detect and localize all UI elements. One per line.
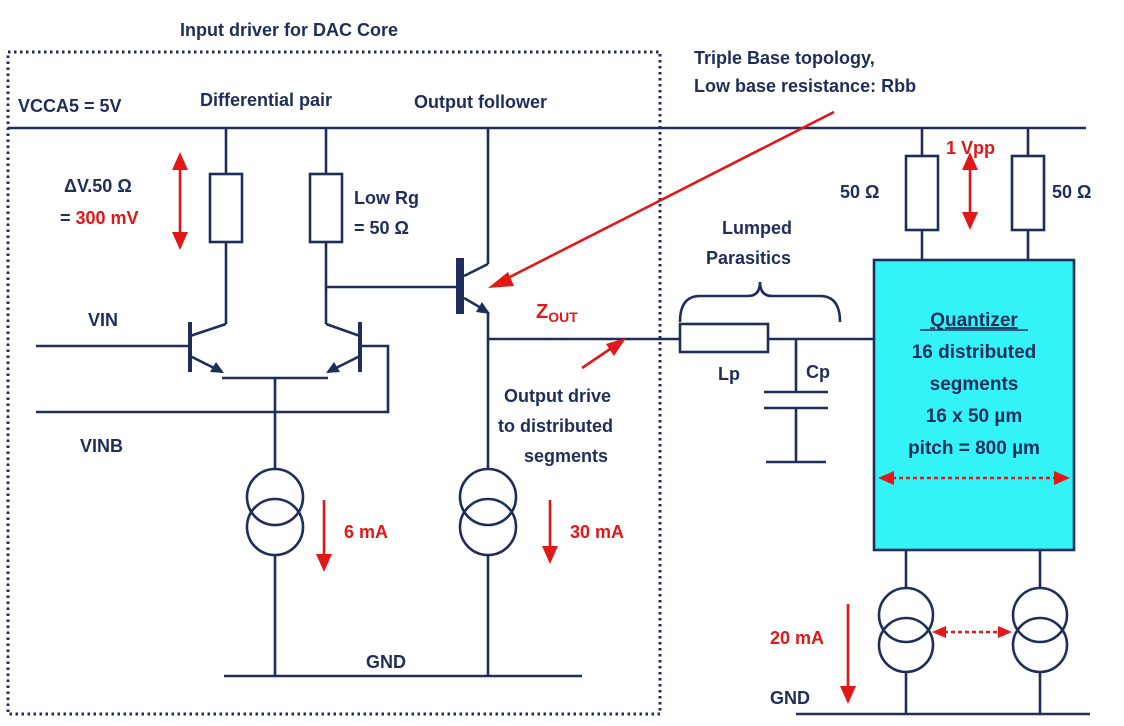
- quantizer-load-right: [1010, 128, 1046, 260]
- delta-v-line2: = 300 mV: [60, 208, 139, 228]
- delta-v-prefix: =: [60, 208, 76, 228]
- low-rg-line1: Low Rg: [354, 188, 419, 208]
- current-30ma-label: 30 mA: [570, 522, 624, 542]
- cp-label: Cp: [806, 362, 830, 382]
- quantizer-block: [872, 258, 1076, 552]
- current-source-20ma-right: [1011, 586, 1069, 674]
- triple-base-pointer: [488, 110, 835, 288]
- low-rg-line2: = 50 Ω: [354, 218, 409, 238]
- output-drive-line3: segments: [524, 446, 608, 466]
- vinb-label: VINB: [80, 436, 123, 456]
- quantizer-line4: pitch = 800 µm: [908, 438, 1040, 459]
- current-source-30ma: [458, 467, 518, 557]
- current-match-arrow: [932, 626, 1012, 638]
- lumped-line1: Lumped: [722, 218, 792, 238]
- r50-right-label: 50 Ω: [1052, 182, 1091, 202]
- vin-label: VIN: [88, 310, 118, 330]
- current-source-6ma: [245, 467, 305, 557]
- lumped-brace: [678, 281, 842, 323]
- quantizer-line3: 16 x 50 µm: [926, 406, 1023, 427]
- zout-main: Z: [536, 301, 548, 323]
- quantizer-title: Quantizer: [930, 310, 1018, 331]
- current-20ma-arrow: [840, 604, 856, 704]
- output-follower-label: Output follower: [414, 92, 547, 112]
- output-drive-line1: Output drive: [504, 386, 611, 406]
- current-20ma-label: 20 mA: [770, 628, 824, 648]
- quantizer-load-left: [904, 128, 940, 260]
- gnd-right-label: GND: [770, 688, 810, 708]
- delta-v-value: 300 mV: [76, 208, 139, 228]
- triple-base-line1: Triple Base topology,: [694, 48, 875, 68]
- output-drive-line2: to distributed: [498, 416, 613, 436]
- diagram-title: Input driver for DAC Core: [180, 20, 398, 40]
- delta-v-arrow: [172, 152, 188, 250]
- output-drive-pointer: [581, 338, 626, 370]
- capacitor-cp: [764, 339, 828, 464]
- zout-sub: OUT: [548, 309, 578, 325]
- input-driver-boundary: [6, 50, 662, 716]
- load-resistor-left: [208, 128, 244, 324]
- triple-base-line2: Low base resistance: Rbb: [694, 76, 916, 96]
- transistor-follower: [326, 128, 490, 470]
- lp-label: Lp: [718, 364, 740, 384]
- lumped-line2: Parasitics: [706, 248, 791, 268]
- vpp-arrow: [962, 152, 978, 230]
- load-resistor-right: [308, 128, 344, 324]
- pitch-arrow: [878, 471, 1070, 485]
- zout-label: ZOUT: [536, 301, 578, 325]
- current-6ma-label: 6 mA: [344, 522, 388, 542]
- vpp-label: 1 Vpp: [946, 138, 995, 158]
- r50-left-label: 50 Ω: [840, 182, 879, 202]
- current-6ma-arrow: [316, 500, 332, 572]
- quantizer-line2: segments: [930, 374, 1019, 395]
- vcc-label: VCCA5 = 5V: [18, 96, 122, 116]
- diff-pair-label: Differential pair: [200, 90, 332, 110]
- quantizer-line1: 16 distributed: [912, 342, 1037, 363]
- gnd-left-label: GND: [366, 652, 406, 672]
- transistor-q2: [36, 322, 390, 414]
- current-30ma-arrow: [542, 500, 558, 564]
- delta-v-line1: ΔV.50 Ω: [64, 176, 132, 196]
- inductor-lp: [678, 322, 770, 354]
- current-source-20ma-left: [877, 586, 935, 674]
- transistor-q1: [36, 322, 227, 374]
